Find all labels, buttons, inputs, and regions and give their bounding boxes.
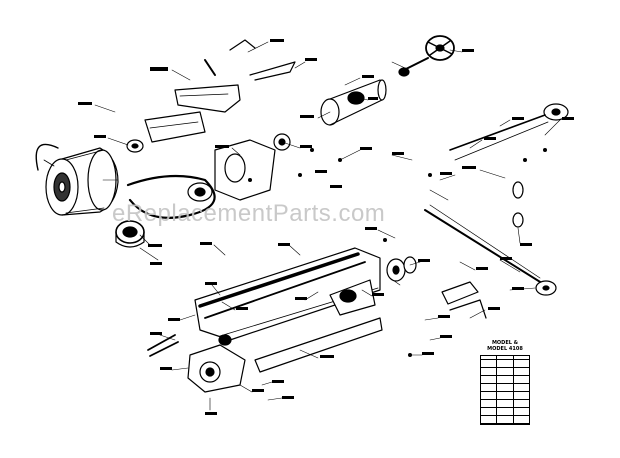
spindle [320, 79, 387, 126]
model-table-line1: MODEL & [491, 340, 519, 346]
tailstock [329, 279, 376, 316]
drive-belt [126, 174, 216, 219]
headstock [187, 133, 291, 202]
leader-lines [94, 41, 561, 411]
right-lower-pulley [535, 280, 557, 296]
carriage [187, 334, 246, 393]
leaf-spring [441, 281, 479, 305]
motor [35, 143, 119, 216]
motor-pulley [126, 139, 144, 153]
feed-shaft [424, 209, 546, 286]
model-table-grid [480, 355, 530, 425]
part-number-tags [78, 39, 574, 415]
motor-plate [144, 111, 206, 143]
model-table: MODEL & MODEL 4108 [480, 340, 530, 425]
lower-pulley [115, 220, 145, 248]
bracket [174, 84, 241, 113]
top-link [249, 61, 296, 81]
gear-cluster [386, 181, 524, 282]
tool-post [147, 334, 179, 357]
model-table-line2: MODEL 4108 [487, 346, 523, 352]
right-pulley [449, 103, 569, 161]
faceplate [398, 35, 455, 77]
lathe-bed [194, 247, 383, 373]
watermark-text: eReplacementParts.com [112, 200, 386, 227]
